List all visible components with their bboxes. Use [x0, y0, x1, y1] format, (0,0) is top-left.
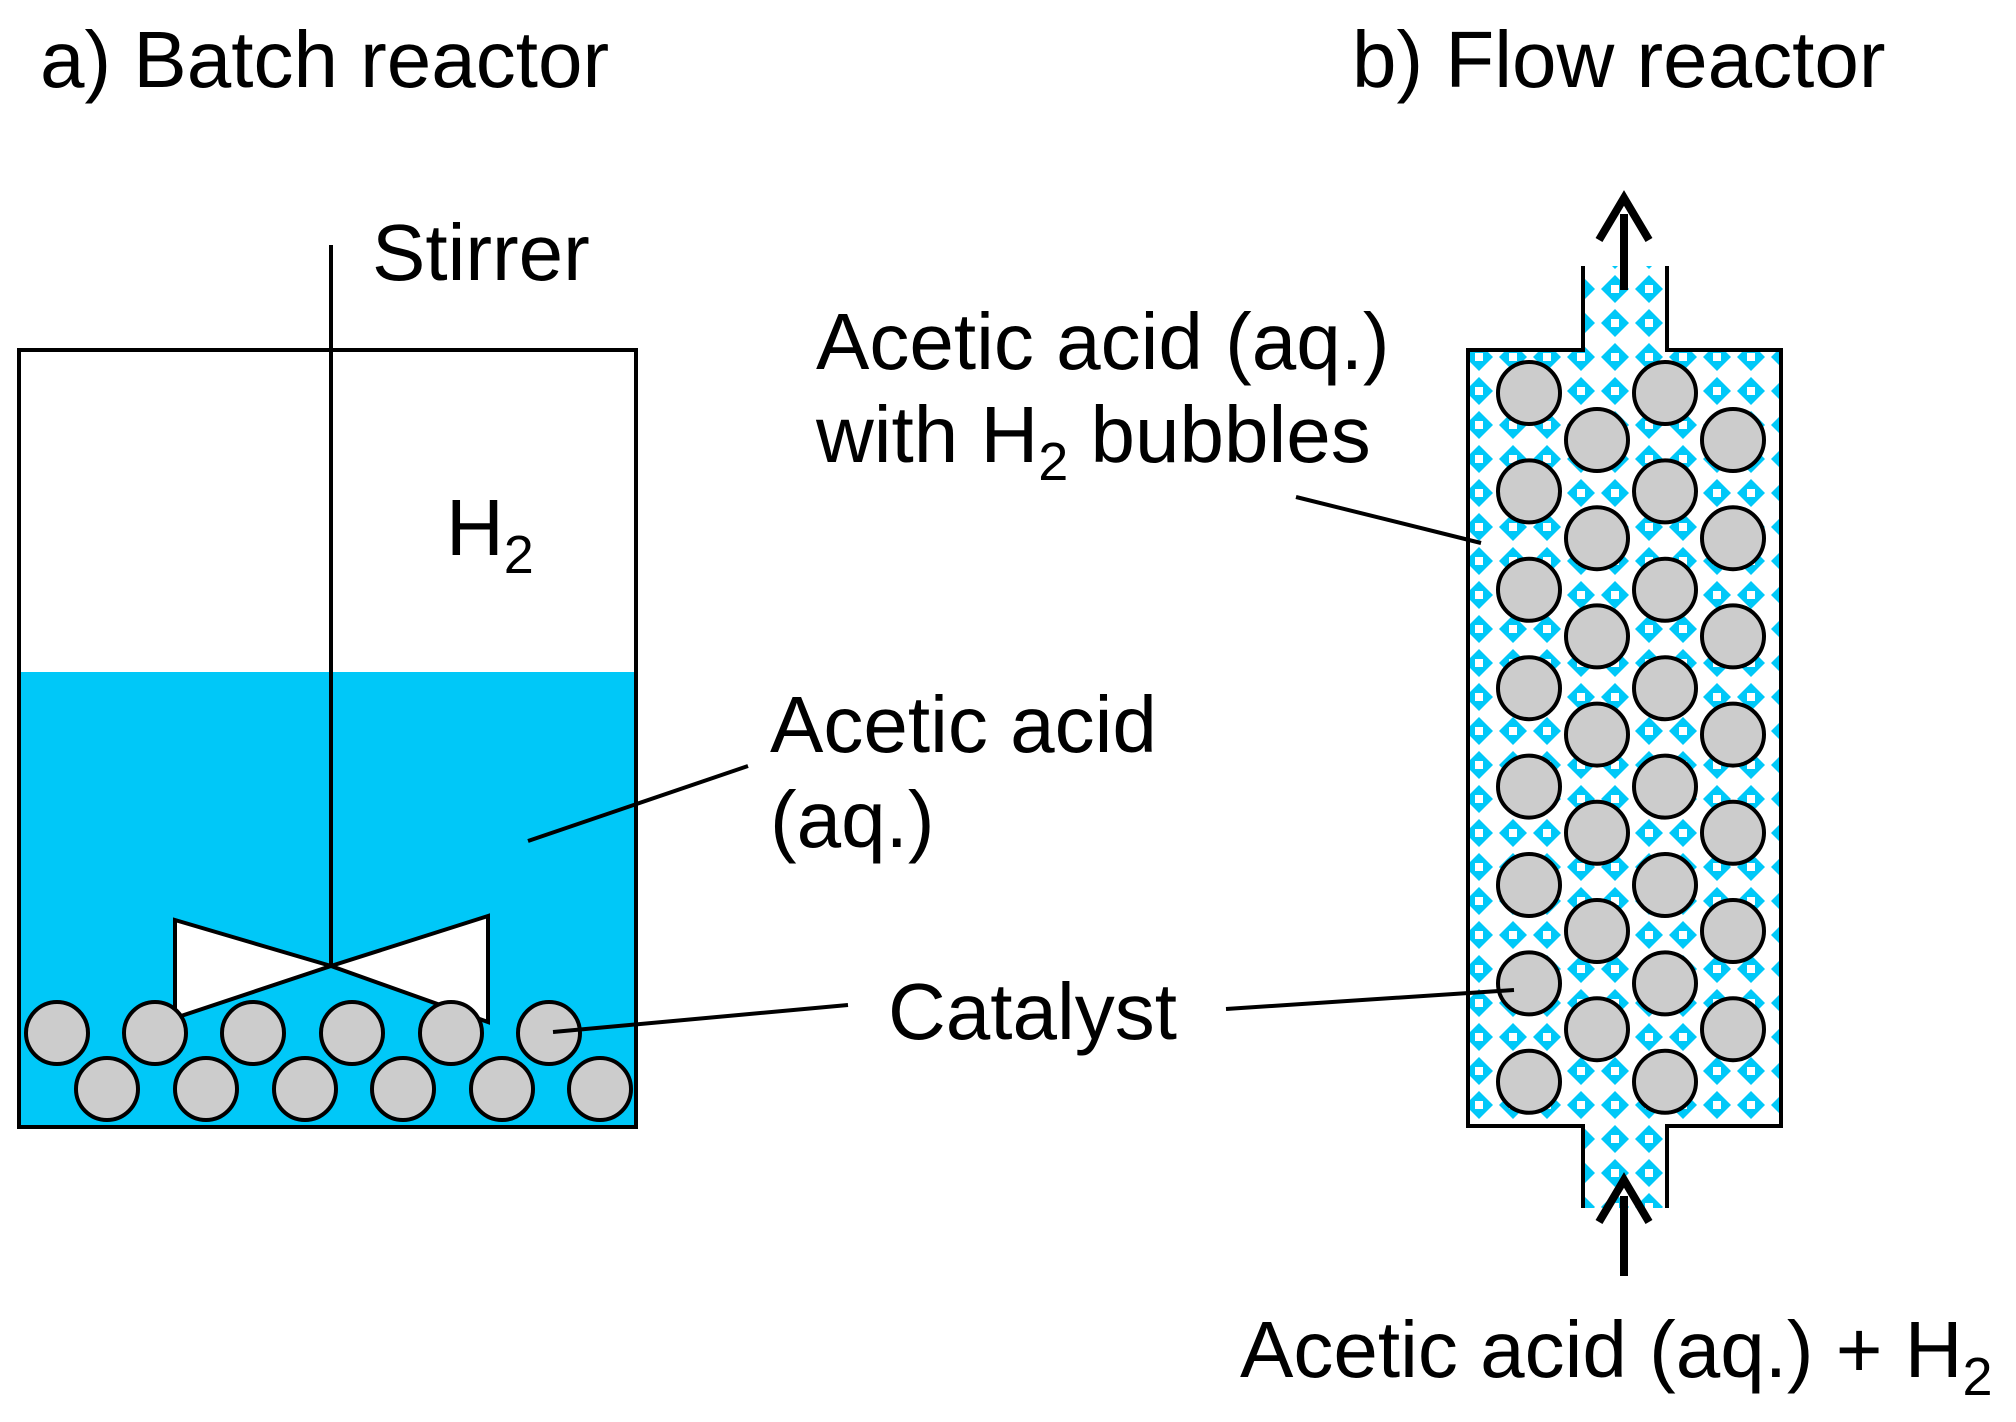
catalyst-particle — [1700, 407, 1766, 473]
flow-reactor — [1225, 190, 1783, 1276]
catalyst-particle — [173, 1056, 239, 1122]
catalyst-particle — [1632, 950, 1698, 1017]
catalyst-particle — [1496, 655, 1562, 722]
catalyst-particle — [1632, 458, 1698, 525]
catalyst-particle — [1700, 701, 1766, 768]
catalyst-particle — [1496, 556, 1562, 623]
catalyst-particle — [1564, 603, 1630, 670]
catalyst-particle — [122, 1000, 188, 1066]
catalyst-particle — [319, 1000, 385, 1066]
catalyst-leader-line-a — [552, 1003, 849, 1034]
catalyst-particle — [1564, 898, 1630, 964]
catalyst-particle — [1496, 852, 1562, 918]
stirrer-blade-right — [324, 913, 490, 1025]
catalyst-particle — [1700, 898, 1766, 964]
catalyst-particle — [567, 1056, 633, 1122]
inlet-arrow — [1595, 1172, 1653, 1276]
catalyst-particle — [469, 1056, 535, 1122]
catalyst-particle — [1564, 505, 1630, 572]
catalyst-particle — [1564, 701, 1630, 768]
catalyst-particle — [370, 1056, 436, 1122]
batch-catalyst-bed — [24, 1000, 633, 1122]
catalyst-particle — [74, 1056, 140, 1122]
catalyst-particle — [1632, 852, 1698, 918]
batch-vessel — [17, 348, 638, 1129]
catalyst-leader-line-b — [1225, 988, 1515, 1011]
catalyst-particle — [1632, 753, 1698, 820]
catalyst-particle — [1700, 996, 1766, 1063]
catalyst-particle — [1700, 799, 1766, 866]
catalyst-particle — [1700, 505, 1766, 572]
outlet-arrow — [1595, 190, 1653, 290]
catalyst-particle — [1496, 360, 1562, 426]
catalyst-particle — [1496, 458, 1562, 525]
catalyst-particle — [1564, 799, 1630, 866]
catalyst-particle — [272, 1056, 338, 1122]
catalyst-particle — [1496, 1048, 1562, 1115]
catalyst-particle — [1632, 360, 1698, 426]
liquid-leader-line — [527, 764, 749, 843]
catalyst-particle — [1632, 1048, 1698, 1115]
catalyst-particle — [1700, 603, 1766, 670]
catalyst-particle — [1632, 655, 1698, 722]
catalyst-particle — [24, 1000, 90, 1066]
catalyst-particle — [1496, 950, 1562, 1017]
catalyst-particle — [220, 1000, 286, 1066]
batch-reactor — [17, 245, 849, 1129]
catalyst-particle — [418, 1000, 484, 1066]
flow-column-outline — [1466, 266, 1783, 1208]
flow-catalyst-bed — [1496, 360, 1766, 1115]
catalyst-particle — [1564, 996, 1630, 1063]
catalyst-particle — [1564, 407, 1630, 473]
catalyst-particle — [1496, 753, 1562, 820]
catalyst-particle — [516, 1000, 582, 1066]
catalyst-particle — [1632, 556, 1698, 623]
stirrer-blade-left — [173, 917, 338, 1021]
bed-leader-line — [1295, 495, 1482, 545]
